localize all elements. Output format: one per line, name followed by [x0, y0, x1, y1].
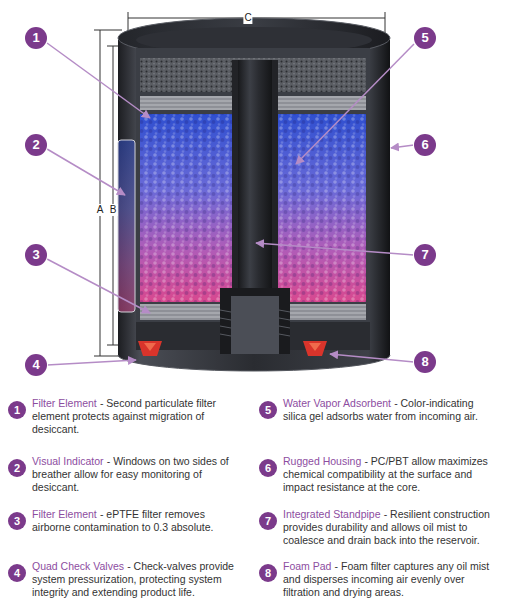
part-title: Filter Element [32, 508, 97, 520]
filter-element [140, 304, 232, 320]
leader-line [391, 145, 414, 148]
callout-number: 4 [25, 354, 47, 376]
key-number: 1Filter Element- Second particulate filt… [8, 401, 26, 419]
description: Foam Pad- Foam filter captures any oil m… [283, 560, 498, 599]
desiccant-granules [140, 114, 232, 302]
housing-body [118, 38, 390, 371]
callout-number-text: 8 [414, 351, 436, 373]
callout-number-text: 8 [259, 564, 277, 582]
callout-number-text: 2 [25, 134, 47, 156]
neck-opening [231, 296, 279, 354]
callout-number-text: 5 [414, 27, 436, 49]
part-title: Quad Check Valves [32, 560, 124, 572]
part-title: Visual Indicator [32, 455, 104, 467]
leader-line [47, 43, 150, 118]
thread-line [220, 326, 231, 328]
description: Visual Indicator- Windows on two sides o… [32, 455, 244, 494]
callout-number-text: 6 [414, 134, 436, 156]
thread-line [220, 310, 231, 312]
callout-number: 7 [414, 244, 436, 266]
key-number: 2Visual Indicator- Windows on two sides … [8, 459, 26, 477]
description: Integrated Standpipe- Resilient construc… [283, 508, 498, 547]
dimension-tick [94, 30, 122, 31]
callout-number-text: 7 [259, 512, 277, 530]
thread-line [279, 318, 290, 320]
standpipe-wall [232, 60, 278, 300]
key-number: 6Rugged Housing- PC/PBT allow maximizes … [259, 459, 277, 477]
dimension-label: C [243, 12, 252, 24]
thread-line [220, 334, 231, 336]
key-number: 3Filter Element- ePTFE filter removes ai… [8, 512, 26, 530]
callout-number-text: 2 [8, 459, 26, 477]
part-title: Rugged Housing [283, 455, 361, 467]
housing-bottom-edge [118, 355, 390, 371]
leader-line [47, 360, 136, 365]
dimension-label: A [96, 204, 105, 216]
description: Quad Check Valves- Check-valves provide … [32, 560, 244, 599]
desiccant-granules [278, 114, 366, 302]
key-number: 8Foam Pad- Foam filter captures any oil … [259, 564, 277, 582]
desiccant [278, 114, 366, 302]
leader-line [296, 44, 414, 164]
leader-line [47, 149, 125, 195]
check-valve [303, 341, 327, 356]
callout-number: 1 [25, 27, 47, 49]
part-title: Foam Pad [283, 560, 331, 572]
key-number: 4Quad Check Valves- Check-valves provide… [8, 564, 26, 582]
key-number: 7Integrated Standpipe- Resilient constru… [259, 512, 277, 530]
check-valve-highlight [309, 343, 321, 351]
callout-number: 8 [414, 351, 436, 373]
dimension-tick [385, 12, 386, 34]
thread-line [220, 318, 231, 320]
dimension-line [100, 30, 101, 356]
description: Filter Element- Second particulate filte… [32, 397, 244, 436]
callout-number-text: 4 [25, 354, 47, 376]
desiccant [140, 114, 232, 302]
callout-number: 2 [25, 134, 47, 156]
standpipe [238, 60, 272, 292]
thread-line [279, 334, 290, 336]
callout-number-text: 5 [259, 401, 277, 419]
callout-number: 6 [414, 134, 436, 156]
callout-number-text: 1 [8, 401, 26, 419]
callout-number-text: 3 [8, 512, 26, 530]
leader-line [47, 259, 150, 313]
description: Rugged Housing- PC/PBT allow maximizes c… [283, 455, 498, 494]
leader-line [330, 354, 414, 362]
callout-number-text: 3 [25, 244, 47, 266]
callout-number: 5 [414, 27, 436, 49]
part-title: Water Vapor Adsorbent [283, 397, 391, 409]
thread-line [279, 310, 290, 312]
description: Water Vapor Adsorbent- Color-indicating … [283, 397, 498, 423]
key-number: 5Water Vapor Adsorbent- Color-indicating… [259, 401, 277, 419]
dimension-label: B [109, 204, 118, 216]
indicator-window [118, 140, 135, 312]
callout-number-text: 6 [259, 459, 277, 477]
check-valve-highlight [144, 343, 156, 351]
thread-line [279, 326, 290, 328]
leader-line [256, 243, 414, 255]
description: Filter Element- ePTFE filter removes air… [32, 508, 244, 534]
threaded-neck [220, 288, 290, 354]
filter-element-texture [140, 304, 232, 320]
callout-number-text: 7 [414, 244, 436, 266]
callout-number-text: 4 [8, 564, 26, 582]
filter-element [278, 304, 366, 320]
callout-number: 3 [25, 244, 47, 266]
callout-number-text: 1 [25, 27, 47, 49]
check-valve [138, 341, 162, 356]
part-title: Filter Element [32, 397, 97, 409]
part-title: Integrated Standpipe [283, 508, 381, 520]
filter-element-texture [278, 304, 366, 320]
